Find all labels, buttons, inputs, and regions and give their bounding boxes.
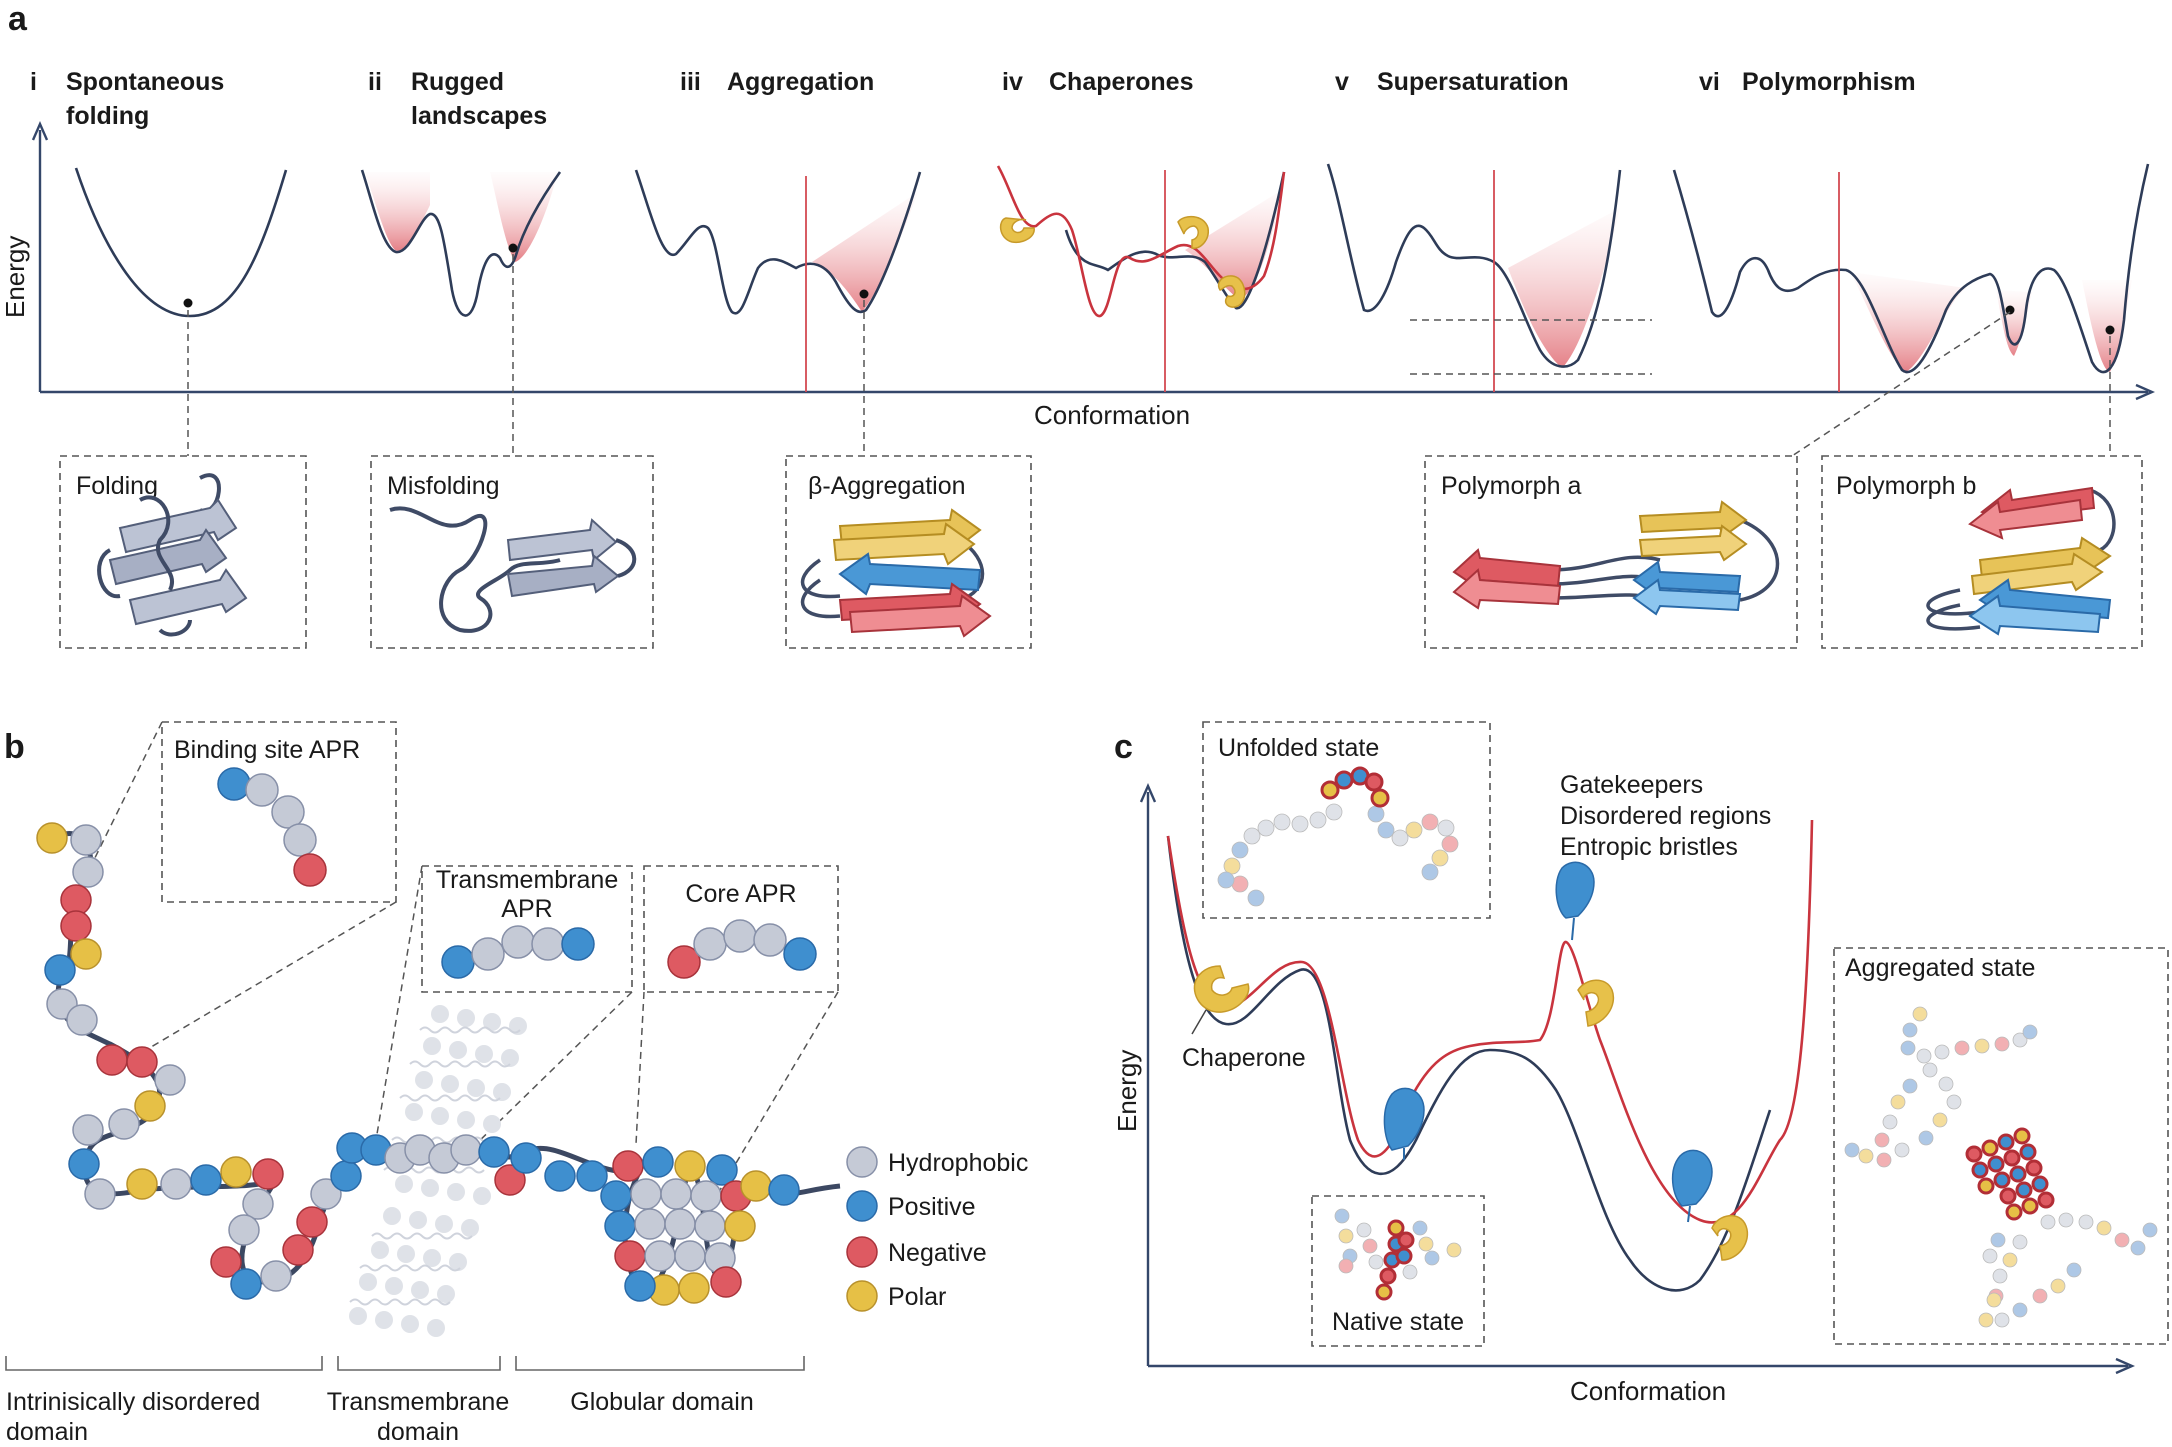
inset-transmembrane-apr: Transmembrane APR — [421, 865, 633, 993]
box-label-folding: Folding — [76, 472, 158, 500]
label-entropic-bristles: Entropic bristles — [1560, 833, 1738, 861]
panel-c-letter: c — [1114, 728, 1133, 766]
label-chaperone: Chaperone — [1182, 1044, 1306, 1072]
residue-legend: Hydrophobic Positive Negative Polar — [846, 1146, 1028, 1312]
landscape-rugged — [360, 169, 562, 317]
numeral-vi: vi — [1699, 68, 1720, 96]
panel-c-axes — [1139, 783, 2135, 1375]
beta-aggregate-icon — [800, 508, 992, 638]
panel-a-x-label: Conformation — [1034, 400, 1190, 430]
legend-positive: Positive — [888, 1193, 976, 1221]
panel-a-letter: a — [8, 0, 28, 38]
lipid-bilayer — [349, 1005, 527, 1337]
legend-polar: Polar — [888, 1283, 946, 1311]
legend-negative: Negative — [888, 1239, 987, 1267]
balloon-icon — [1555, 861, 1595, 941]
legend-swatch-positive — [846, 1190, 878, 1222]
numeral-iv: iv — [1002, 68, 1023, 96]
chaperone-icon — [1217, 275, 1246, 308]
title-chaperones: Chaperones — [1049, 68, 1193, 96]
legend-swatch-hydrophobic — [846, 1146, 878, 1178]
inset-core-label: Core APR — [685, 880, 796, 908]
title-aggregation: Aggregation — [727, 68, 874, 96]
panel-a-y-label: Energy — [0, 236, 30, 318]
label-native-state: Native state — [1332, 1308, 1464, 1336]
label-unfolded-state: Unfolded state — [1218, 734, 1379, 762]
inset-unfolded-state: Unfolded state — [1202, 721, 1491, 919]
polymorph-b-icon — [1926, 486, 2116, 636]
title-spontaneous: Spontaneous — [66, 68, 224, 96]
box-label-polymorph-b: Polymorph b — [1836, 472, 1976, 500]
chaperone-icon — [1711, 1215, 1749, 1261]
panel-a-titles: i Spontaneous folding ii Rugged landscap… — [30, 68, 1916, 130]
label-aggregated-state: Aggregated state — [1845, 954, 2035, 982]
inset-core-apr: Core APR — [643, 865, 839, 993]
inset-native-state: Native state — [1311, 1195, 1485, 1347]
chaperone-icon — [999, 217, 1035, 244]
balloon-icon — [1383, 1087, 1425, 1160]
box-folding: Folding — [59, 455, 307, 649]
box-polymorph-a: Polymorph a — [1424, 455, 1798, 649]
panel-c-curves — [1166, 819, 1814, 1292]
legend-swatch-polar — [846, 1280, 878, 1312]
chaperone-icon — [1193, 965, 1250, 1013]
domain-globular: Globular domain — [570, 1388, 753, 1416]
misfolded-protein-icon — [389, 506, 637, 633]
domain-idr-2: domain — [6, 1418, 88, 1446]
protein-chain — [36, 822, 841, 1306]
folded-protein-icon — [97, 473, 248, 637]
legend-swatch-negative — [846, 1236, 878, 1268]
landscape-aggregation — [634, 169, 922, 392]
inset-tm-label-1: Transmembrane — [436, 866, 618, 894]
balloon-icon — [1671, 1149, 1713, 1223]
numeral-v: v — [1335, 68, 1349, 96]
box-polymorph-b: Polymorph b — [1821, 455, 2143, 649]
legend-hydrophobic: Hydrophobic — [888, 1149, 1028, 1177]
title-supersaturation: Supersaturation — [1377, 68, 1569, 96]
inset-aggregated-state: Aggregated state — [1833, 947, 2169, 1345]
landscape-supersaturation — [1326, 163, 1652, 392]
panel-c-x-label: Conformation — [1570, 1376, 1726, 1406]
inset-binding-label: Binding site APR — [174, 736, 360, 764]
domain-idr-1: Intrinisically disordered — [6, 1388, 260, 1416]
panel-c-y-label: Energy — [1112, 1050, 1142, 1132]
numeral-iii: iii — [680, 68, 701, 96]
title-polymorphism: Polymorphism — [1742, 68, 1916, 96]
domain-tm-1: Transmembrane — [327, 1388, 509, 1416]
title-rugged: Rugged — [411, 68, 504, 96]
title-folding: folding — [66, 102, 149, 130]
panel-b-leads — [83, 721, 839, 1191]
landscape-polymorphism — [1672, 163, 2150, 392]
panel-a-leads — [187, 254, 2111, 457]
panel-b-letter: b — [4, 728, 25, 766]
landscape-chaperones — [996, 165, 1286, 392]
box-beta-aggregation: β-Aggregation — [785, 455, 1032, 649]
panel-a-axes — [31, 121, 2155, 401]
chaperone-icon — [1177, 215, 1209, 249]
landscape-spontaneous — [74, 167, 288, 318]
numeral-i: i — [30, 68, 37, 96]
polymorph-a-icon — [1452, 500, 1780, 616]
label-disordered-regions: Disordered regions — [1560, 802, 1771, 830]
box-label-beta-aggregation: β-Aggregation — [808, 472, 966, 500]
label-gatekeepers: Gatekeepers — [1560, 771, 1703, 799]
domain-brackets: Intrinisically disordered domain Transme… — [5, 1356, 805, 1446]
domain-tm-2: domain — [377, 1418, 459, 1446]
box-label-misfolding: Misfolding — [387, 472, 500, 500]
title-landscapes: landscapes — [411, 102, 547, 130]
box-label-polymorph-a: Polymorph a — [1441, 472, 1581, 500]
numeral-ii: ii — [368, 68, 382, 96]
box-misfolding: Misfolding — [370, 455, 654, 649]
inset-binding-site: Binding site APR — [161, 721, 397, 903]
inset-tm-label-2: APR — [501, 895, 552, 923]
chaperone-icon — [1577, 979, 1615, 1027]
